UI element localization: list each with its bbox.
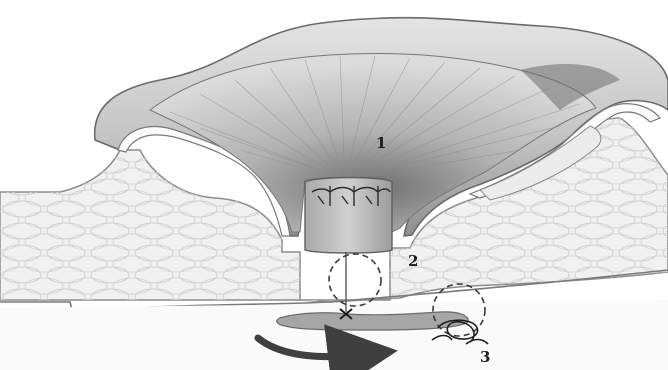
label-1: 1 <box>376 134 386 152</box>
dashed-circle-icon <box>329 254 381 306</box>
sutured-stump <box>305 178 392 254</box>
label-2: 2 <box>408 252 418 270</box>
label-3: 3 <box>480 348 490 366</box>
